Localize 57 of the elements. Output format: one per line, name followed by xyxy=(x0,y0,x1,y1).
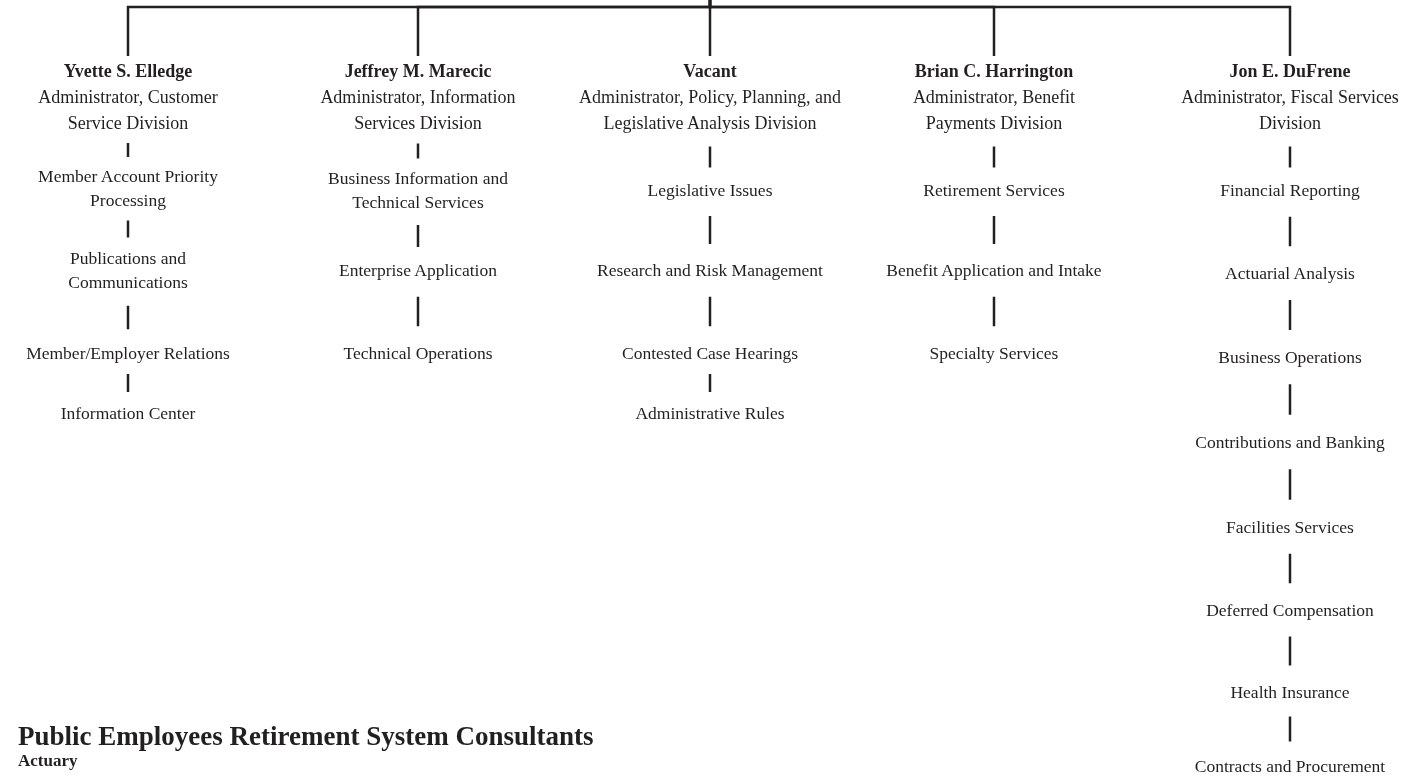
person-name: Yvette S. Elledge xyxy=(62,60,194,83)
unit-label: Actuarial Analysis xyxy=(1177,261,1403,285)
connector-line xyxy=(1288,300,1292,330)
connector-line xyxy=(1288,716,1292,742)
connector-line xyxy=(708,216,712,244)
unit-label: Member/Employer Relations xyxy=(10,341,246,365)
connector-line xyxy=(1288,553,1292,584)
position-title: Administrator, Customer Service Division xyxy=(37,86,219,135)
unit-label: Specialty Services xyxy=(884,341,1104,365)
unit-label: Contested Case Hearings xyxy=(565,341,855,365)
connector-line xyxy=(708,146,712,168)
connector-line xyxy=(708,296,712,327)
unit-label: Health Insurance xyxy=(1177,680,1403,704)
connector-line xyxy=(416,296,420,327)
unit-label: Financial Reporting xyxy=(1177,178,1403,202)
connector-line xyxy=(126,305,130,330)
person-name: Jon E. DuFrene xyxy=(1228,60,1352,83)
connector-line xyxy=(126,374,130,392)
unit-label: Deferred Compensation xyxy=(1177,598,1403,622)
person-name: Jeffrey M. Marecic xyxy=(343,60,493,83)
section-heading: Public Employees Retirement System Consultants xyxy=(18,722,594,752)
connector-line xyxy=(708,374,712,392)
unit-label: Retirement Services xyxy=(884,178,1104,202)
unit-label: Business Operations xyxy=(1177,345,1403,369)
position-title: Administrator, Information Services Division xyxy=(319,86,517,135)
connector-line xyxy=(992,216,996,244)
unit-label: Information Center xyxy=(10,401,246,425)
unit-label: Benefit Application and Intake xyxy=(884,258,1104,282)
unit-label: Administrative Rules xyxy=(565,401,855,425)
unit-label: Legislative Issues xyxy=(565,178,855,202)
connector-line xyxy=(992,146,996,168)
position-title: Administrator, Benefit Payments Division xyxy=(911,86,1077,135)
connector-line xyxy=(1288,384,1292,415)
connector-line xyxy=(1288,636,1292,666)
unit-label: Technical Operations xyxy=(298,341,538,365)
unit-label: Enterprise Application xyxy=(298,258,538,282)
connector-line xyxy=(992,296,996,327)
person-name: Brian C. Harrington xyxy=(913,60,1075,83)
unit-label: Business Information and Technical Services xyxy=(298,166,538,214)
connector-line xyxy=(416,143,420,159)
unit-label: Contributions and Banking xyxy=(1177,430,1403,454)
person-name: Vacant xyxy=(682,60,738,83)
role-label: Actuary xyxy=(18,752,78,771)
connector-line xyxy=(708,0,1292,56)
connector-line xyxy=(126,143,130,157)
connector-line xyxy=(126,220,130,238)
unit-label: Facilities Services xyxy=(1177,515,1403,539)
unit-label: Publications and Communications xyxy=(10,246,246,294)
unit-label: Research and Risk Management xyxy=(565,258,855,282)
connector-line xyxy=(1288,469,1292,500)
connector-line xyxy=(416,225,420,247)
position-title: Administrator, Fiscal Services Division xyxy=(1180,86,1400,135)
connector-line xyxy=(1288,216,1292,247)
unit-label: Contracts and Procurement xyxy=(1177,754,1403,778)
connector-line xyxy=(1288,146,1292,168)
position-title: Administrator, Policy, Planning, and Legislative Analysis Division xyxy=(577,86,843,135)
unit-label: Member Account Priority Processing xyxy=(10,164,246,212)
